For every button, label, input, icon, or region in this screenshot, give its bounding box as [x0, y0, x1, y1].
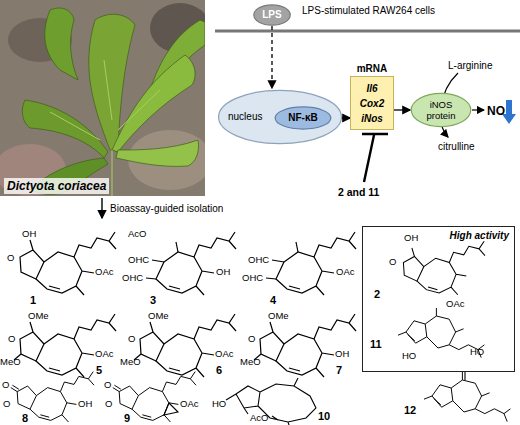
substituent-label: OHC — [248, 254, 269, 265]
annotation-text: LPS-stimulated RAW264 cells — [302, 5, 435, 17]
compound-number: 8 — [22, 412, 28, 425]
nucleus-oval: nucleus NF-κB — [216, 88, 344, 146]
substituent-label: O — [2, 379, 9, 390]
node-text: Il6 — [360, 81, 384, 96]
compound-number: 1 — [30, 294, 36, 307]
substituent-label: O — [128, 333, 135, 344]
node-text: High activity — [450, 230, 509, 242]
node-text: mRNA — [351, 63, 393, 75]
substituent-label: OH — [78, 398, 92, 409]
substituent-label: OAc — [95, 266, 113, 277]
substituent-label: O — [8, 333, 15, 344]
substituent-label: MeO — [120, 356, 141, 367]
annotation-text: NO — [487, 104, 505, 118]
substituent-label: AcO — [250, 412, 268, 423]
substituent-label: OH — [22, 228, 36, 239]
compound-number: 3 — [150, 294, 156, 307]
compound-number: 7 — [336, 364, 342, 377]
compound-number: 5 — [96, 364, 102, 377]
inhibition-bar — [362, 134, 388, 182]
substituent-label: OH — [335, 348, 349, 359]
substituent-label: O — [248, 333, 255, 344]
node-text: LPS — [262, 9, 281, 21]
compound-number: 10 — [318, 410, 330, 423]
cell-membrane — [215, 30, 520, 33]
substituent-label: OMe — [148, 310, 169, 321]
node-text: Cox2 — [360, 96, 384, 111]
factor-oval: NF-κB — [274, 106, 332, 130]
substituent-label: MeO — [0, 356, 21, 367]
substituent-label: OAc — [95, 348, 113, 359]
substituent-label: OAc — [446, 298, 464, 309]
stimulus-oval: LPS — [253, 4, 291, 26]
connector — [271, 26, 272, 88]
annotation-text: L-arginine — [448, 60, 492, 72]
compound-number: 12 — [404, 404, 416, 417]
compound-number: 11 — [370, 338, 382, 351]
substituent-label: OH — [216, 266, 230, 277]
substituent-label: O — [105, 398, 112, 409]
highlight-frame: High activity — [362, 226, 515, 372]
node-text: iNOS protein — [419, 99, 463, 121]
substituent-label: OAc — [180, 398, 198, 409]
substituent-label: OAc — [336, 266, 354, 277]
substituent-label: OH — [404, 232, 418, 243]
annotation-text: Bioassay-guided isolation — [110, 203, 223, 215]
substituent-label: HO — [470, 346, 484, 357]
annotation-text: citrulline — [438, 141, 475, 153]
substituent-label: O — [7, 252, 14, 263]
chemical-structures — [11, 232, 511, 425]
node-text: NF-κB — [288, 112, 317, 124]
annotation-text: 2 and 11 — [338, 186, 379, 199]
substituent-label: HO — [212, 398, 226, 409]
compound-number: 6 — [216, 364, 222, 377]
substituent-label: OAc — [215, 348, 233, 359]
compound-number: 2 — [374, 288, 380, 301]
substituent-label: OHC — [128, 254, 149, 265]
mrna-box: mRNAIl6Cox2iNos — [350, 76, 394, 130]
seaweed-photo — [0, 0, 205, 196]
substituent-label: OMe — [268, 310, 289, 321]
node-text: iNos — [360, 111, 384, 126]
node-text: nucleus — [228, 111, 262, 123]
substituent-label: AcO — [128, 228, 146, 239]
substituent-label: O — [389, 256, 396, 267]
protein-oval: iNOS protein — [410, 92, 472, 128]
compound-number: 4 — [270, 294, 276, 307]
substituent-label: OHC — [122, 272, 143, 283]
annotation-text: Dictyota coriacea — [4, 178, 109, 194]
compound-number: 9 — [124, 412, 130, 425]
substituent-label: HO — [402, 350, 416, 361]
substituent-label: O — [3, 398, 10, 409]
substituent-label: O — [104, 379, 111, 390]
no-arrow — [472, 109, 484, 110]
substituent-label: OMe — [28, 310, 49, 321]
connector — [394, 109, 410, 110]
isolation-arrow — [101, 198, 102, 218]
substituent-label: OHC — [242, 272, 263, 283]
substituent-label: MeO — [240, 356, 261, 367]
